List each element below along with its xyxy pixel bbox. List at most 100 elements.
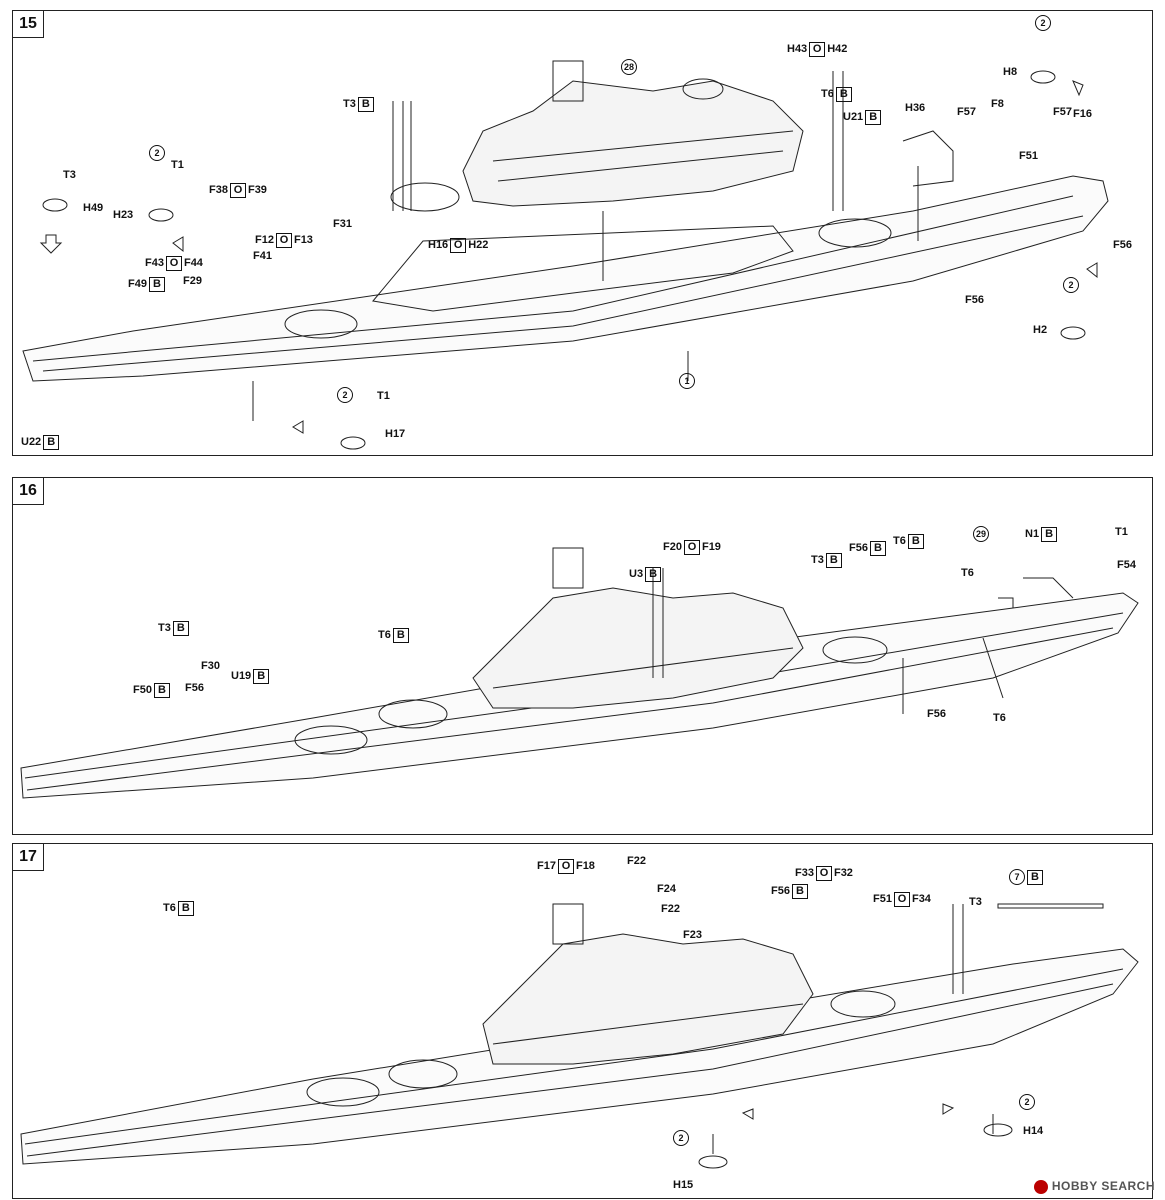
part-callout: 28 <box>621 59 637 75</box>
part-label: F22 <box>627 855 646 867</box>
part-label: F56 <box>965 294 984 306</box>
sprue-tag: B <box>835 87 852 102</box>
part-callout: 29 <box>973 526 989 542</box>
part-callout: 2 <box>1019 1094 1035 1110</box>
ship-drawing-15 <box>22 60 1109 450</box>
sprue-tag: B <box>148 277 165 292</box>
sprue-tag: B <box>1027 870 1043 885</box>
ship-drawing-16 <box>20 547 1139 799</box>
part-label: H17 <box>385 428 406 440</box>
hobby-search-logo-icon <box>1033 1180 1048 1194</box>
part-callout: 1 <box>679 373 695 389</box>
sprue-tag: B <box>825 553 842 568</box>
part-label: T1 <box>377 390 390 402</box>
sprue-tag: B <box>869 541 886 556</box>
part-label: F24 <box>657 883 676 895</box>
sprue-tag: O <box>815 866 832 881</box>
part-label: F56 <box>927 708 946 720</box>
part-label: H23 <box>113 209 134 221</box>
step-number: 17 <box>13 844 44 871</box>
sprue-tag: B <box>392 628 409 643</box>
part-label: F31 <box>333 218 352 230</box>
part-label: H49 <box>83 202 104 214</box>
part-callout: 2 <box>337 387 353 403</box>
part-label: F41 <box>253 250 272 262</box>
part-label: F57 <box>1053 106 1072 118</box>
part-callout: 2 <box>149 145 165 161</box>
sprue-tag: O <box>450 238 467 253</box>
sprue-tag: B <box>357 97 374 112</box>
part-label: F56 <box>185 682 204 694</box>
sprue-tag: O <box>229 183 246 198</box>
part-label: F16 <box>1073 108 1092 120</box>
part-label: F29 <box>183 275 202 287</box>
sprue-tag: B <box>43 435 60 450</box>
sprue-tag: O <box>165 256 182 271</box>
part-label: H8 <box>1003 66 1018 78</box>
step-number: 16 <box>13 478 44 505</box>
part-label: T1 <box>171 159 184 171</box>
sprue-tag: O <box>809 42 826 57</box>
part-label: T6 <box>961 567 974 579</box>
part-label: T6 <box>993 712 1006 724</box>
sprue-tag: B <box>791 884 808 899</box>
part-label: H14 <box>1023 1125 1044 1137</box>
part-callout: 2 <box>1035 15 1051 31</box>
part-label: F23 <box>683 929 702 941</box>
part-callout: 2 <box>673 1130 689 1146</box>
part-label: T3 <box>969 896 982 908</box>
sprue-tag: O <box>893 892 910 907</box>
part-label: F54 <box>1117 559 1136 571</box>
part-label: F56 <box>1113 239 1132 251</box>
step-number: 15 <box>13 11 44 38</box>
sprue-tag: O <box>683 540 700 555</box>
step-15-panel: 15 <box>12 10 1153 456</box>
sprue-tag: B <box>172 621 189 636</box>
part-label: F51 <box>1019 150 1038 162</box>
part-label: F22 <box>661 903 680 915</box>
sprue-tag: B <box>253 669 270 684</box>
part-label: F57 <box>957 106 976 118</box>
sprue-tag: B <box>865 110 882 125</box>
sprue-tag: O <box>275 233 292 248</box>
sprue-tag: B <box>153 683 170 698</box>
watermark: HOBBY SEARCH <box>1033 1179 1155 1194</box>
sprue-tag: O <box>557 859 574 874</box>
part-label: F8 <box>991 98 1004 110</box>
part-callout: 2 <box>1063 277 1079 293</box>
part-label: T3 <box>63 169 76 181</box>
part-label: F30 <box>201 660 220 672</box>
part-label: T1 <box>1115 526 1128 538</box>
sprue-tag: B <box>1041 527 1058 542</box>
sprue-tag: B <box>177 901 194 916</box>
sprue-tag: B <box>907 534 924 549</box>
ship-drawing-17 <box>20 903 1139 1169</box>
